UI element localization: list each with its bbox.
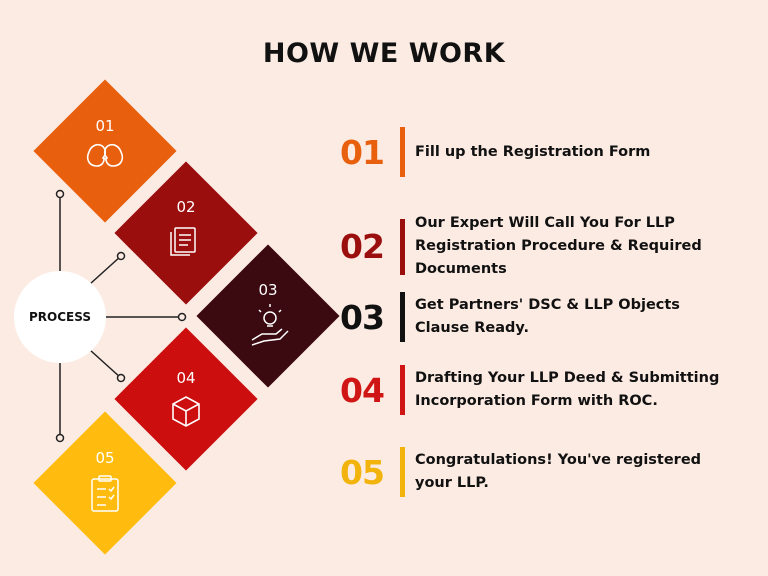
diamond-number: 05 bbox=[95, 449, 114, 467]
step-number: 01 bbox=[340, 132, 385, 172]
step-row-05: 05 Congratulations! You've registered yo… bbox=[340, 447, 725, 497]
step-bar bbox=[400, 365, 405, 415]
clipboard-check-icon bbox=[91, 475, 119, 512]
diamond-number: 03 bbox=[258, 281, 277, 299]
step-text: Get Partners' DSC & LLP Objects Clause R… bbox=[415, 297, 680, 336]
diamond-shape bbox=[193, 241, 343, 391]
step-row-02: 02 Our Expert Will Call You For LLP Regi… bbox=[340, 212, 725, 281]
page-title: HOW WE WORK bbox=[262, 38, 506, 69]
document-list-icon bbox=[170, 227, 196, 256]
step-row-03: 03 Get Partners' DSC & LLP Objects Claus… bbox=[340, 292, 725, 342]
diamond-number: 02 bbox=[176, 198, 195, 216]
step-bar bbox=[400, 447, 405, 497]
step-text: Fill up the Registration Form bbox=[415, 143, 651, 160]
step-row-01: 01 Fill up the Registration Form bbox=[340, 127, 725, 177]
step-number: 02 bbox=[340, 227, 385, 266]
step-text: Drafting Your LLP Deed & Submitting Inco… bbox=[415, 370, 720, 409]
two-heads-icon bbox=[86, 143, 124, 167]
diamond-step-05: 05 bbox=[30, 408, 180, 558]
step-row-04: 04 Drafting Your LLP Deed & Submitting I… bbox=[340, 365, 725, 415]
step-bar bbox=[400, 218, 405, 275]
diamond-number: 04 bbox=[176, 369, 195, 387]
diamond-step-02: 02 bbox=[111, 158, 261, 308]
diamond-shape bbox=[111, 158, 261, 308]
cube-icon bbox=[172, 396, 200, 427]
diamond-number: 01 bbox=[95, 117, 114, 135]
lightbulb-hand-icon bbox=[251, 304, 289, 346]
step-bar bbox=[400, 292, 405, 342]
diamond-shape bbox=[30, 408, 180, 558]
step-text: Our Expert Will Call You For LLP Registr… bbox=[415, 215, 702, 277]
diamond-step-01: 01 bbox=[30, 76, 180, 226]
diamond-shape bbox=[111, 324, 261, 474]
step-number: 04 bbox=[340, 370, 385, 410]
step-bar bbox=[400, 127, 405, 177]
diamond-step-04: 04 bbox=[111, 324, 261, 474]
step-number: 05 bbox=[340, 452, 385, 492]
step-number: 03 bbox=[340, 297, 385, 337]
step-text: Congratulations! You've registered your … bbox=[415, 452, 702, 491]
connector-lines bbox=[55, 189, 187, 443]
process-circle: PROCESS bbox=[14, 271, 106, 363]
diamond-step-03: 03 bbox=[193, 241, 343, 391]
process-label: PROCESS bbox=[29, 310, 91, 324]
